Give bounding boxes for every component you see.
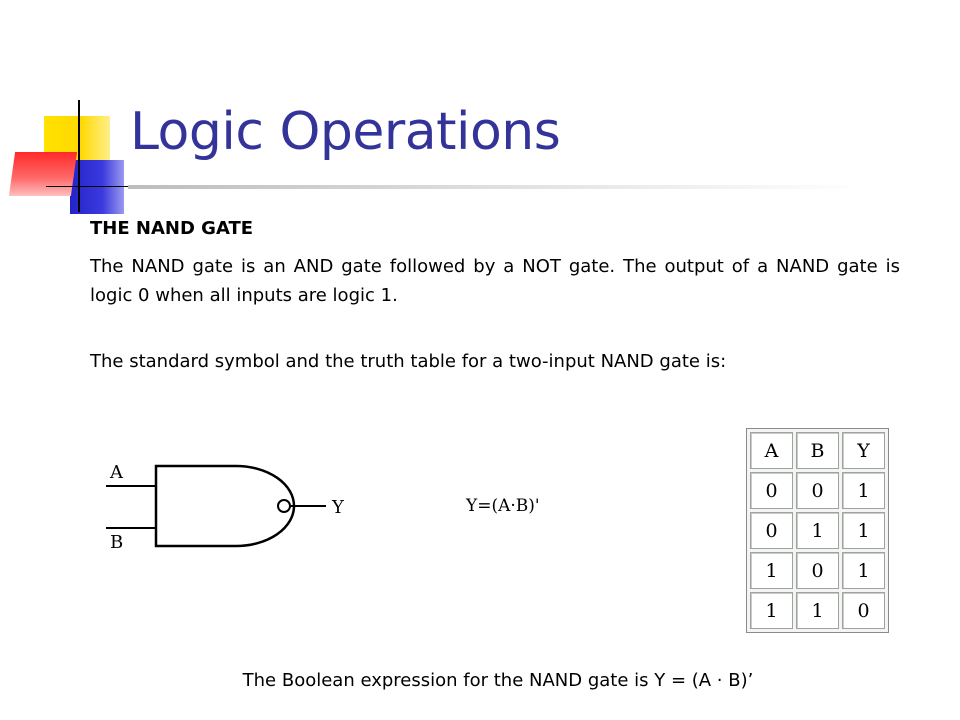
inversion-bubble	[277, 499, 291, 513]
decor-horizontal-line	[46, 186, 128, 187]
cell: 1	[842, 472, 885, 509]
cell: 0	[750, 472, 793, 509]
label-a: A	[109, 462, 124, 483]
nand-gate-symbol: A B Y	[106, 462, 345, 553]
intro-paragraph: The standard symbol and the truth table …	[90, 351, 727, 372]
title-underline-rule	[128, 185, 868, 189]
cell: 1	[750, 552, 793, 589]
cell: 1	[842, 552, 885, 589]
cell: 0	[796, 472, 839, 509]
label-b: B	[110, 532, 123, 553]
header-y: Y	[842, 432, 885, 469]
truth-table: A B Y 0 0 1 0 1 1 1 0 1 1 1 0	[746, 428, 889, 633]
cell: 1	[750, 592, 793, 629]
table-row: 1 0 1	[750, 552, 885, 589]
decor-red-square	[8, 152, 78, 196]
slide-title: Logic Operations	[130, 102, 561, 162]
expression-label: Y=(A·B)'	[466, 496, 540, 516]
header-b: B	[796, 432, 839, 469]
table-row: 1 1 0	[750, 592, 885, 629]
table-header-row: A B Y	[750, 432, 885, 469]
and-body	[154, 464, 296, 548]
cell: 0	[750, 512, 793, 549]
section-heading: THE NAND GATE	[90, 218, 254, 239]
label-y: Y	[331, 497, 345, 518]
cell: 1	[796, 592, 839, 629]
cell: 1	[796, 512, 839, 549]
decor-vertical-line	[78, 100, 80, 212]
table-row: 0 0 1	[750, 472, 885, 509]
cell: 0	[796, 552, 839, 589]
cell: 0	[842, 592, 885, 629]
table-row: 0 1 1	[750, 512, 885, 549]
boolean-expression-caption: The Boolean expression for the NAND gate…	[242, 670, 754, 691]
description-paragraph: The NAND gate is an AND gate followed by…	[90, 256, 900, 306]
header-a: A	[750, 432, 793, 469]
cell: 1	[842, 512, 885, 549]
